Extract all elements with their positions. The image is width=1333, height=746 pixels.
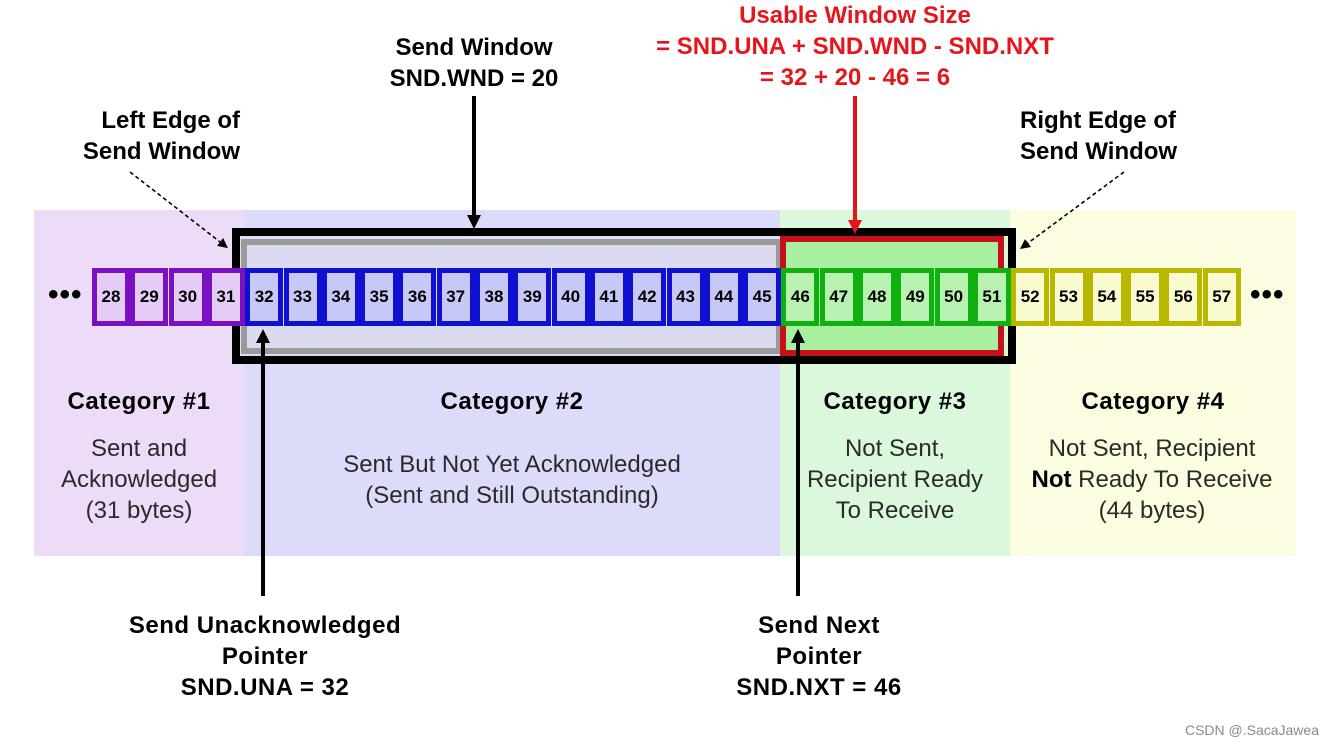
- snd-una-label: Send Unacknowledged Pointer SND.UNA = 32: [80, 610, 450, 703]
- snd-nxt-line2: Pointer: [775, 643, 863, 670]
- byte-cell-40: 40: [551, 268, 590, 326]
- category-1-desc-line1: Sent and: [90, 435, 188, 462]
- left-edge-arrow: [129, 171, 228, 249]
- byte-cell-42: 42: [628, 268, 667, 326]
- byte-cell-36: 36: [398, 268, 437, 326]
- byte-cell-32: 32: [245, 268, 284, 326]
- byte-cell-48: 48: [858, 268, 896, 326]
- category-2-title: Category #2: [440, 388, 584, 415]
- category-4-desc: Not Sent, Recipient Not Ready To Receive…: [1002, 433, 1302, 526]
- send-window-label: Send Window SND.WND = 20: [340, 32, 608, 94]
- right-edge-label: Right Edge of Send Window: [1020, 105, 1220, 167]
- category-2-desc: Sent But Not Yet Acknowledged (Sent and …: [244, 449, 780, 511]
- category-1-desc-line3: (31 bytes): [85, 497, 193, 524]
- category-1-background: [34, 210, 244, 556]
- category-2-desc-line1: Sent But Not Yet Acknowledged: [343, 451, 681, 478]
- usable-window-line2: = SND.UNA + SND.WND - SND.NXT: [656, 33, 1054, 60]
- category-4-desc-line3: (44 bytes): [1098, 497, 1206, 524]
- byte-cell-38: 38: [475, 268, 513, 326]
- byte-cell-28: 28: [92, 268, 130, 326]
- byte-cell-56: 56: [1164, 268, 1203, 326]
- category-4-desc-line2: Not Ready To Receive: [1002, 464, 1302, 495]
- left-edge-label: Left Edge of Send Window: [20, 105, 240, 167]
- byte-cell-47: 47: [819, 268, 858, 326]
- snd-una-line2: Pointer: [221, 643, 309, 670]
- snd-una-line3: SND.UNA = 32: [180, 674, 350, 701]
- ellipsis-right: •••: [1250, 278, 1285, 311]
- send-window-line1: Send Window: [395, 34, 553, 61]
- snd-una-line1: Send Unacknowledged: [128, 612, 402, 639]
- byte-cell-51: 51: [972, 268, 1011, 326]
- byte-cell-50: 50: [934, 268, 973, 326]
- category-4-desc-line2-rest: Ready To Receive: [1071, 466, 1273, 493]
- byte-cell-34: 34: [321, 268, 360, 326]
- byte-cell-57: 57: [1202, 268, 1241, 326]
- byte-cell-54: 54: [1087, 268, 1126, 326]
- category-3-desc-line2: Recipient Ready: [806, 466, 984, 493]
- category-4-desc-line1: Not Sent, Recipient: [1048, 435, 1256, 462]
- left-edge-line1: Left Edge of: [101, 107, 240, 134]
- byte-cell-33: 33: [283, 268, 322, 326]
- snd-nxt-label: Send Next Pointer SND.NXT = 46: [680, 610, 958, 703]
- usable-window-label: Usable Window Size = SND.UNA + SND.WND -…: [600, 0, 1110, 93]
- byte-cell-55: 55: [1126, 268, 1165, 326]
- watermark: CSDN @.SacaJawea: [1184, 722, 1319, 738]
- category-1-desc-line2: Acknowledged: [60, 466, 218, 493]
- category-4-desc-bold: Not: [1031, 466, 1072, 493]
- byte-cell-35: 35: [360, 268, 399, 326]
- byte-cell-31: 31: [206, 268, 245, 326]
- category-3-title: Category #3: [823, 388, 967, 415]
- category-1-desc: Sent and Acknowledged (31 bytes): [34, 433, 244, 526]
- byte-cell-46: 46: [781, 268, 820, 326]
- usable-window-line3: = 32 + 20 - 46 = 6: [759, 64, 951, 91]
- category-2-desc-line2: (Sent and Still Outstanding): [365, 482, 659, 509]
- left-edge-line2: Send Window: [82, 138, 240, 165]
- byte-cell-45: 45: [743, 268, 782, 326]
- byte-cell-49: 49: [896, 268, 935, 326]
- category-1-title: Category #1: [67, 388, 211, 415]
- category-3-desc-line1: Not Sent,: [844, 435, 946, 462]
- ellipsis-left: •••: [48, 278, 83, 311]
- byte-cell-43: 43: [666, 268, 705, 326]
- send-window-line2: SND.WND = 20: [389, 65, 559, 92]
- byte-cell-30: 30: [168, 268, 207, 326]
- category-3-desc: Not Sent, Recipient Ready To Receive: [780, 433, 1010, 526]
- category-4-title: Category #4: [1081, 388, 1225, 415]
- right-edge-line2: Send Window: [1020, 138, 1178, 165]
- category-3-desc-line3: To Receive: [835, 497, 955, 524]
- byte-cell-29: 29: [130, 268, 169, 326]
- snd-nxt-line3: SND.NXT = 46: [736, 674, 902, 701]
- byte-cell-41: 41: [589, 268, 628, 326]
- right-edge-arrow: [1019, 171, 1125, 249]
- byte-cell-52: 52: [1011, 268, 1050, 326]
- byte-cell-37: 37: [436, 268, 475, 326]
- byte-cell-44: 44: [704, 268, 743, 326]
- category-4-background: [1010, 210, 1296, 556]
- right-edge-line1: Right Edge of: [1020, 107, 1176, 134]
- usable-window-line1: Usable Window Size: [739, 2, 971, 29]
- byte-cell-53: 53: [1049, 268, 1088, 326]
- byte-cell-39: 39: [513, 268, 552, 326]
- snd-nxt-line1: Send Next: [758, 612, 880, 639]
